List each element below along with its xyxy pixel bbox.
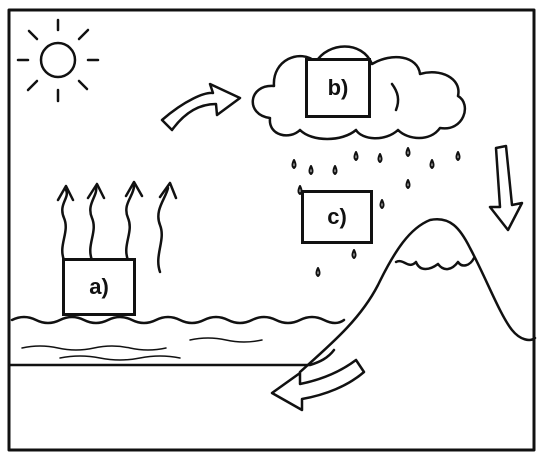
frame (7, 8, 536, 452)
cloud-icon (251, 45, 467, 141)
label-box-b: b) (305, 58, 371, 118)
ground-line (8, 348, 336, 367)
cloud-detail (390, 82, 400, 112)
ocean-wave-icon (10, 315, 346, 361)
sun-icon (16, 18, 100, 103)
arrow-runoff-icon (270, 358, 366, 412)
arrow-down-icon (488, 144, 524, 232)
label-box-c: c) (301, 190, 373, 244)
evaporation-arrows-icon (56, 180, 178, 274)
label-box-a: a) (62, 258, 136, 316)
mountain-icon (298, 217, 537, 374)
arrow-to-cloud-icon (160, 82, 242, 132)
